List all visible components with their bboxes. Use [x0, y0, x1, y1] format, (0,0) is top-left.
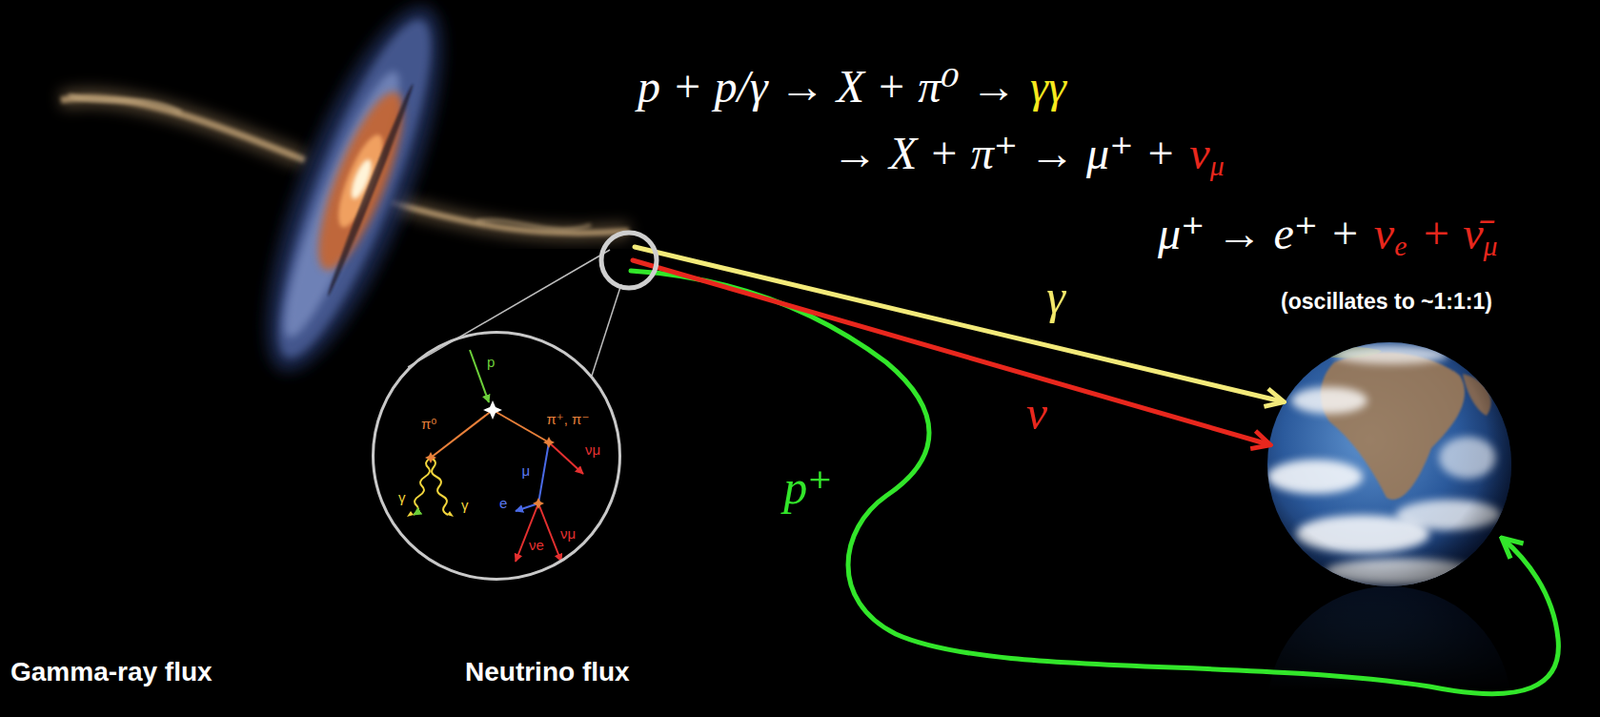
- earth: [1267, 342, 1512, 587]
- galaxy: [232, 0, 477, 390]
- particle-label: νe: [528, 537, 545, 554]
- photon-wave: [430, 457, 448, 515]
- equation-term: → X + π⁺ → μ⁺ +: [831, 127, 1176, 179]
- flux-caption: Gamma-ray flux: [10, 656, 213, 688]
- photon-wave: [413, 457, 431, 515]
- equation-term: + ν̄: [1420, 207, 1484, 259]
- jet-core: [60, 97, 305, 161]
- particle-label: νμ: [560, 526, 576, 543]
- equation-term: ν: [1374, 207, 1395, 259]
- zoom-line: [407, 249, 610, 367]
- jet-glow: [60, 97, 305, 161]
- equation-term: ν: [1189, 127, 1210, 179]
- inset-circle: pπ⁰π⁺, π⁻γγνμμeνμνe: [371, 330, 622, 581]
- neutrino-ray: [632, 260, 1269, 445]
- neutrino-arrow: [515, 503, 539, 562]
- proton-path: [630, 270, 1559, 694]
- reaction-equation: μ⁺ → e⁺ + νe + ν̄μ: [1157, 205, 1498, 263]
- particle-label: μ: [522, 463, 531, 480]
- jet-glow: [390, 202, 629, 233]
- earth-reflection-disc: [1267, 586, 1512, 717]
- jet-core: [390, 202, 629, 233]
- particle-label: νμ: [585, 442, 601, 459]
- messenger-label: p⁺: [783, 460, 832, 516]
- equation-subscript: μ: [1210, 149, 1225, 182]
- pion-line: [430, 409, 493, 458]
- muon-line: [538, 442, 549, 504]
- dust-lane: [324, 81, 417, 298]
- neutrino-arrow: [538, 503, 562, 562]
- particle-label: π⁺, π⁻: [546, 411, 590, 428]
- zoom-line: [591, 283, 622, 376]
- pion-line: [492, 409, 549, 443]
- earth-disc: [1267, 342, 1512, 587]
- galaxy-disk: [251, 6, 457, 372]
- jet-wisp: [68, 95, 182, 113]
- particle-label: p: [486, 354, 495, 371]
- interaction-sketch: [406, 349, 584, 562]
- particle-label: γ: [461, 497, 469, 514]
- messenger-label: ν: [1026, 385, 1048, 442]
- earth-reflection: [1267, 586, 1512, 717]
- equation-subscript: μ: [1482, 229, 1498, 262]
- proton-arrow: [469, 349, 489, 403]
- particle-label: γ: [398, 489, 406, 507]
- neutrino-arrow: [548, 442, 584, 474]
- equation-term: μ⁺ → e⁺ +: [1157, 207, 1360, 259]
- jet-wisp: [476, 220, 591, 229]
- equation-term: γγ: [1030, 60, 1067, 112]
- decay-vertex: [425, 436, 555, 509]
- equation-subscript: e: [1394, 229, 1407, 262]
- gamma-ray: [634, 246, 1282, 402]
- particle-label: e: [499, 495, 507, 512]
- reaction-equation: → X + π⁺ → μ⁺ +νμ: [831, 125, 1225, 183]
- reaction-equation: p + p/γ → X + π⁰ →γγ: [637, 59, 1067, 115]
- particle-label: π⁰: [421, 416, 437, 433]
- oscillation-note: (oscillates to ~1:1:1): [1280, 288, 1493, 314]
- photon-head: [406, 510, 454, 517]
- messenger-label: γ: [1046, 269, 1066, 325]
- earth-shading: [1267, 342, 1512, 587]
- collision-star: [483, 400, 503, 420]
- source-circle: [601, 232, 657, 288]
- equation-term: p + p/γ → X + π⁰ →: [637, 60, 1017, 112]
- galaxy-halo: [232, 0, 477, 390]
- flux-caption: Neutrino flux: [465, 656, 630, 688]
